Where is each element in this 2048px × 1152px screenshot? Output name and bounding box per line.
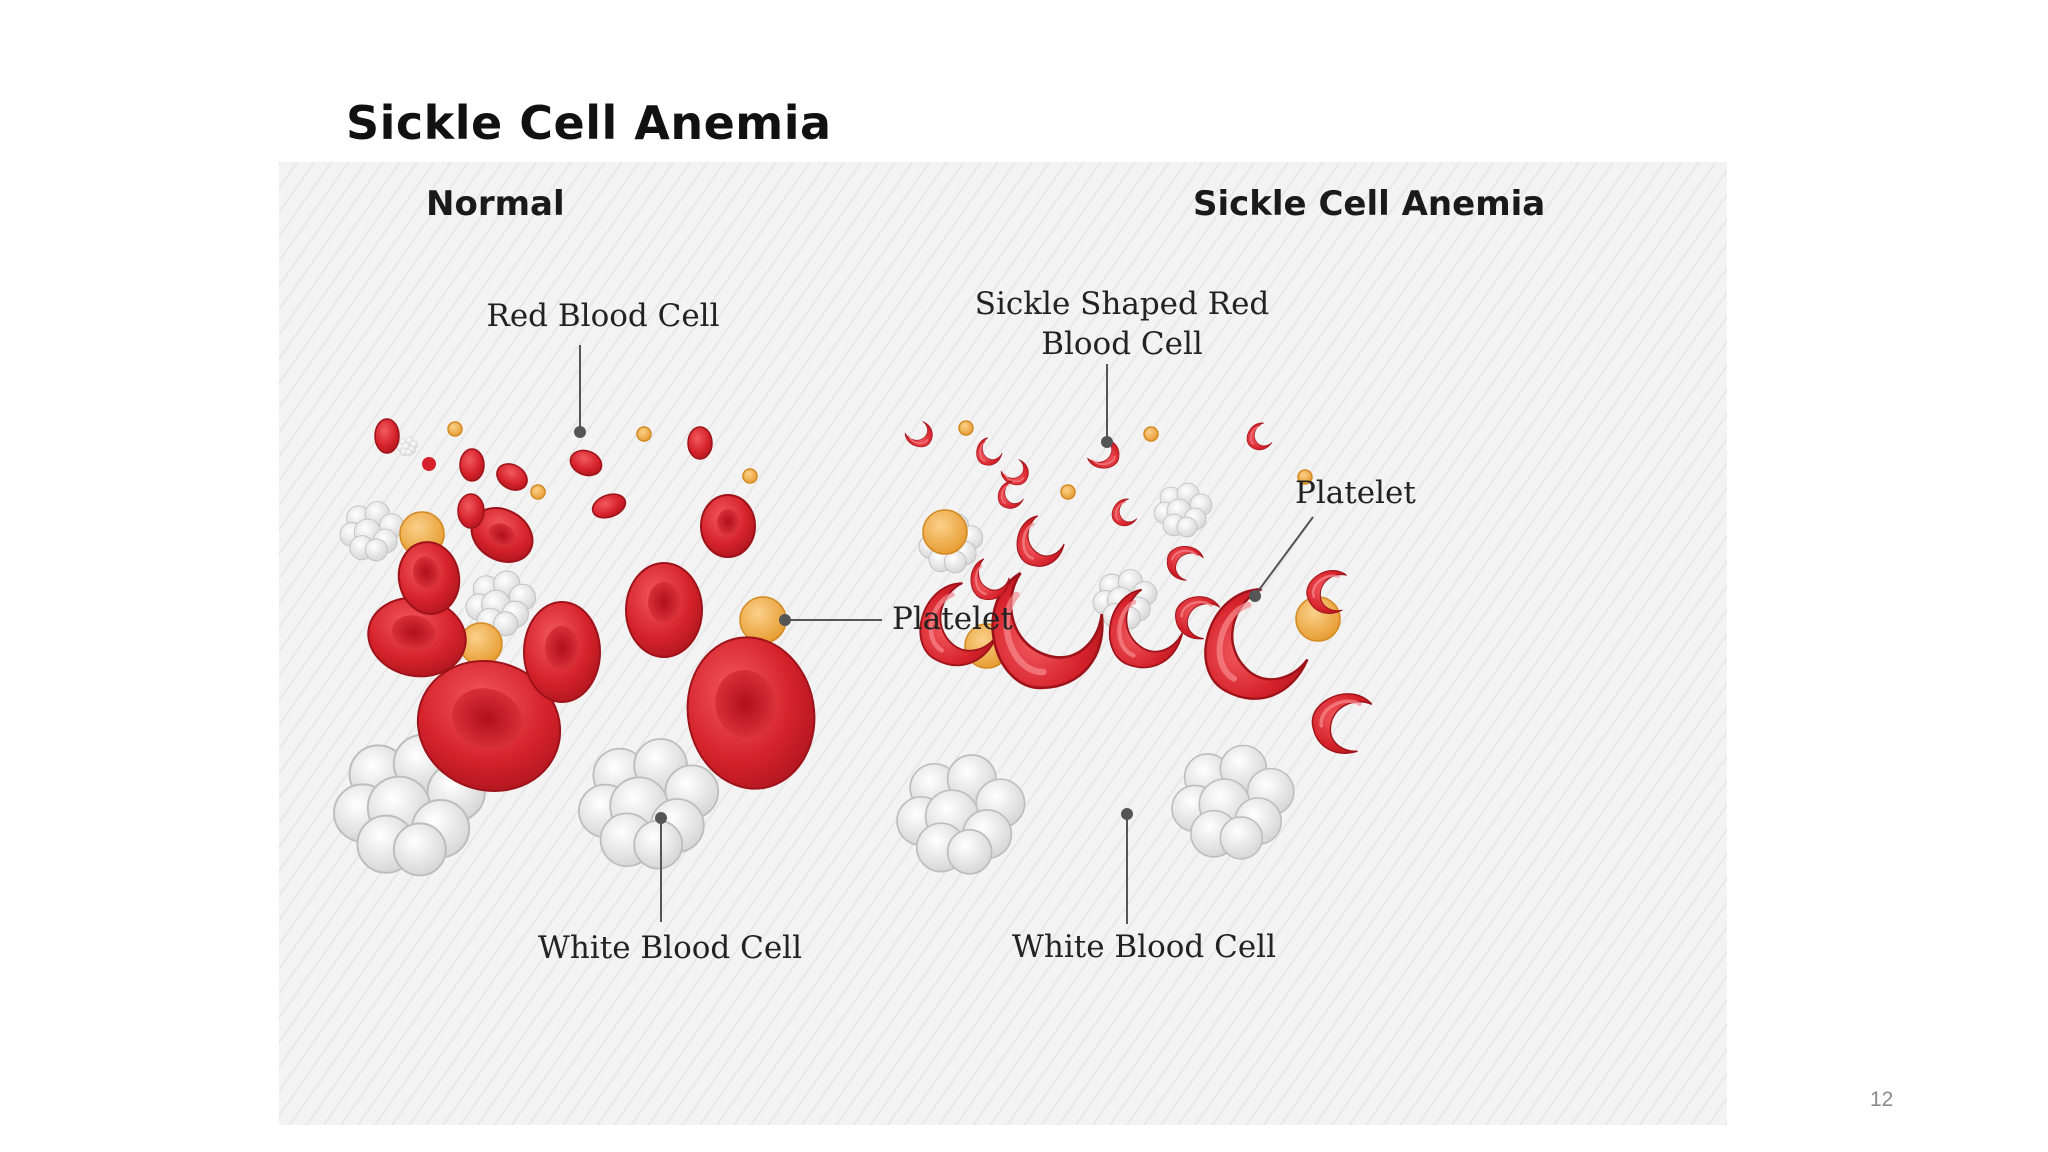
label-red-blood-cell: Red Blood Cell — [486, 298, 720, 334]
diagram-illustration — [279, 162, 1727, 1125]
sickle-leader-lines — [1101, 364, 1314, 924]
normal-leader-lines — [574, 345, 882, 922]
normal-red-cells — [367, 418, 816, 792]
slide-title: Sickle Cell Anemia — [346, 96, 832, 150]
label-sickle-cell-line1: Sickle Shaped Red — [974, 286, 1270, 322]
label-normal-white-blood-cell: White Blood Cell — [537, 930, 803, 966]
sickle-panel-heading: Sickle Cell Anemia — [1193, 184, 1546, 224]
label-normal-platelet: Platelet — [892, 601, 1013, 637]
page-number: 12 — [1870, 1088, 1894, 1111]
label-sickle-white-blood-cell: White Blood Cell — [1011, 929, 1277, 965]
normal-panel-heading: Normal — [426, 184, 565, 224]
sickle-cell-diagram: Normal Sickle Cell Anemia Red Blood Cell… — [279, 162, 1727, 1125]
label-sickle-cell-line2: Blood Cell — [1041, 326, 1203, 362]
label-sickle-platelet: Platelet — [1295, 475, 1416, 511]
